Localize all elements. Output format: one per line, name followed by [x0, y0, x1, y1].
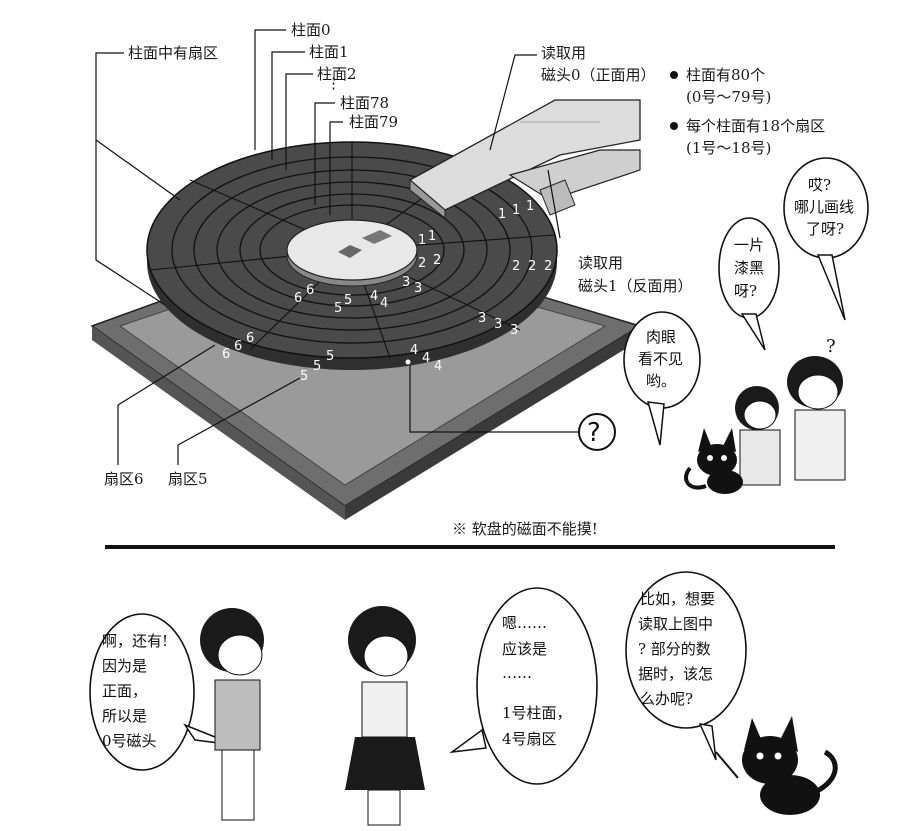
svg-text:了呀?: 了呀? [806, 220, 844, 238]
note-2-line1: 每个柱面有18个扇区 [686, 117, 825, 135]
svg-text:2: 2 [528, 259, 536, 274]
label-cylinder-1: 柱面1 [309, 43, 349, 61]
svg-text:5: 5 [326, 349, 334, 364]
svg-text:……: …… [502, 664, 532, 682]
svg-text:肉眼: 肉眼 [646, 328, 676, 346]
svg-text:呀?: 呀? [734, 282, 757, 300]
svg-text:因为是: 因为是 [102, 657, 147, 675]
svg-text:6: 6 [222, 347, 230, 362]
svg-text:应该是: 应该是 [502, 640, 547, 658]
svg-text:么办呢?: 么办呢? [640, 690, 693, 708]
svg-text:5: 5 [300, 369, 308, 384]
svg-text:1: 1 [526, 199, 534, 214]
bubble-how-to-read: 比如，想要 读取上图中 ? 部分的数 据时，该怎 么办呢? [626, 572, 746, 760]
label-head0-line1: 读取用 [541, 44, 586, 62]
label-cylinder-78: 柱面78 [340, 94, 389, 112]
svg-text:1: 1 [428, 229, 436, 244]
svg-text:哎?: 哎? [808, 176, 831, 194]
svg-text:3: 3 [478, 311, 486, 326]
label-cylinder-79: 柱面79 [349, 113, 398, 131]
svg-text:哪儿画线: 哪儿画线 [794, 198, 854, 216]
svg-text:看不见: 看不见 [638, 350, 683, 368]
svg-text:啊，还有!: 啊，还有! [102, 632, 168, 650]
label-sectors-in-cylinder: 柱面中有扇区 [128, 44, 218, 62]
note-1-line1: 柱面有80个 [686, 66, 765, 84]
svg-text:3: 3 [494, 317, 502, 332]
svg-text:1号柱面，: 1号柱面， [502, 704, 572, 722]
svg-text:5: 5 [344, 293, 352, 308]
svg-text:3: 3 [402, 275, 410, 290]
label-sector-6: 扇区6 [104, 470, 144, 488]
svg-text:4: 4 [410, 343, 418, 358]
black-cat-bottom [716, 716, 835, 815]
svg-text:正面，: 正面， [102, 682, 147, 700]
character-girl-middle [345, 606, 425, 825]
svg-text:据时，该怎: 据时，该怎 [638, 665, 713, 683]
svg-text:一片: 一片 [734, 236, 764, 254]
svg-text:6: 6 [234, 339, 242, 354]
label-head0-line2: 磁头0（正面用） [541, 66, 656, 84]
bubble-cylinder-sector-answer: 嗯…… 应该是 …… 1号柱面， 4号扇区 [452, 588, 597, 784]
bubble-where-lines: 哎? 哪儿画线 了呀? [784, 158, 868, 320]
target-point [406, 360, 411, 365]
svg-text:3: 3 [510, 323, 518, 338]
svg-text:读取上图中: 读取上图中 [638, 615, 713, 633]
svg-text:5: 5 [334, 301, 342, 316]
svg-text:2: 2 [512, 259, 520, 274]
svg-text:2: 2 [433, 253, 441, 268]
svg-text:4: 4 [380, 296, 388, 311]
svg-text:哟。: 哟。 [646, 372, 676, 390]
label-sector-5: 扇区5 [168, 470, 208, 488]
notes-list: 柱面有80个 (0号～79号) 每个柱面有18个扇区 (1号～18号) [670, 66, 825, 157]
divider-line [105, 545, 835, 549]
svg-text:2: 2 [418, 256, 426, 271]
svg-text:2: 2 [544, 259, 552, 274]
svg-text:6: 6 [294, 291, 302, 306]
svg-text:4: 4 [422, 351, 430, 366]
question-mark-circle: ? [579, 414, 615, 450]
svg-text:6: 6 [246, 331, 254, 346]
label-cylinder-2: 柱面2 [317, 65, 357, 83]
label-cylinder-0: 柱面0 [291, 21, 331, 39]
note-1-line2: (0号～79号) [686, 88, 771, 106]
svg-text:1: 1 [512, 203, 520, 218]
bubble-pitch-dark: 一片 漆黑 呀? [719, 218, 779, 350]
svg-text:3: 3 [414, 281, 422, 296]
svg-text:4号扇区: 4号扇区 [502, 730, 557, 748]
label-head1-line2: 磁头1（反面用） [578, 277, 693, 295]
svg-text:?: ? [826, 336, 836, 357]
svg-text:所以是: 所以是 [102, 707, 147, 725]
bubble-invisible: 肉眼 看不见 哟。 [624, 312, 700, 445]
svg-text:? 部分的数: ? 部分的数 [638, 640, 711, 658]
svg-text:?: ? [587, 418, 601, 448]
svg-text:6: 6 [306, 283, 314, 298]
note-2-line2: (1号～18号) [686, 139, 771, 157]
black-cat-top [686, 428, 743, 494]
svg-text:漆黑: 漆黑 [734, 259, 764, 277]
svg-text:4: 4 [370, 289, 378, 304]
svg-text:5: 5 [313, 359, 321, 374]
svg-text:0号磁头: 0号磁头 [102, 732, 157, 750]
characters-top: ? [735, 336, 845, 485]
svg-text:1: 1 [418, 233, 426, 248]
label-head1-line1: 读取用 [578, 254, 623, 272]
svg-text:嗯……: 嗯…… [502, 614, 547, 632]
warning-text: ※ 软盘的磁面不能摸! [452, 520, 598, 538]
svg-text:比如，想要: 比如，想要 [640, 590, 715, 608]
character-girl-left [200, 608, 264, 820]
svg-text:4: 4 [434, 359, 442, 374]
svg-text:1: 1 [498, 207, 506, 222]
